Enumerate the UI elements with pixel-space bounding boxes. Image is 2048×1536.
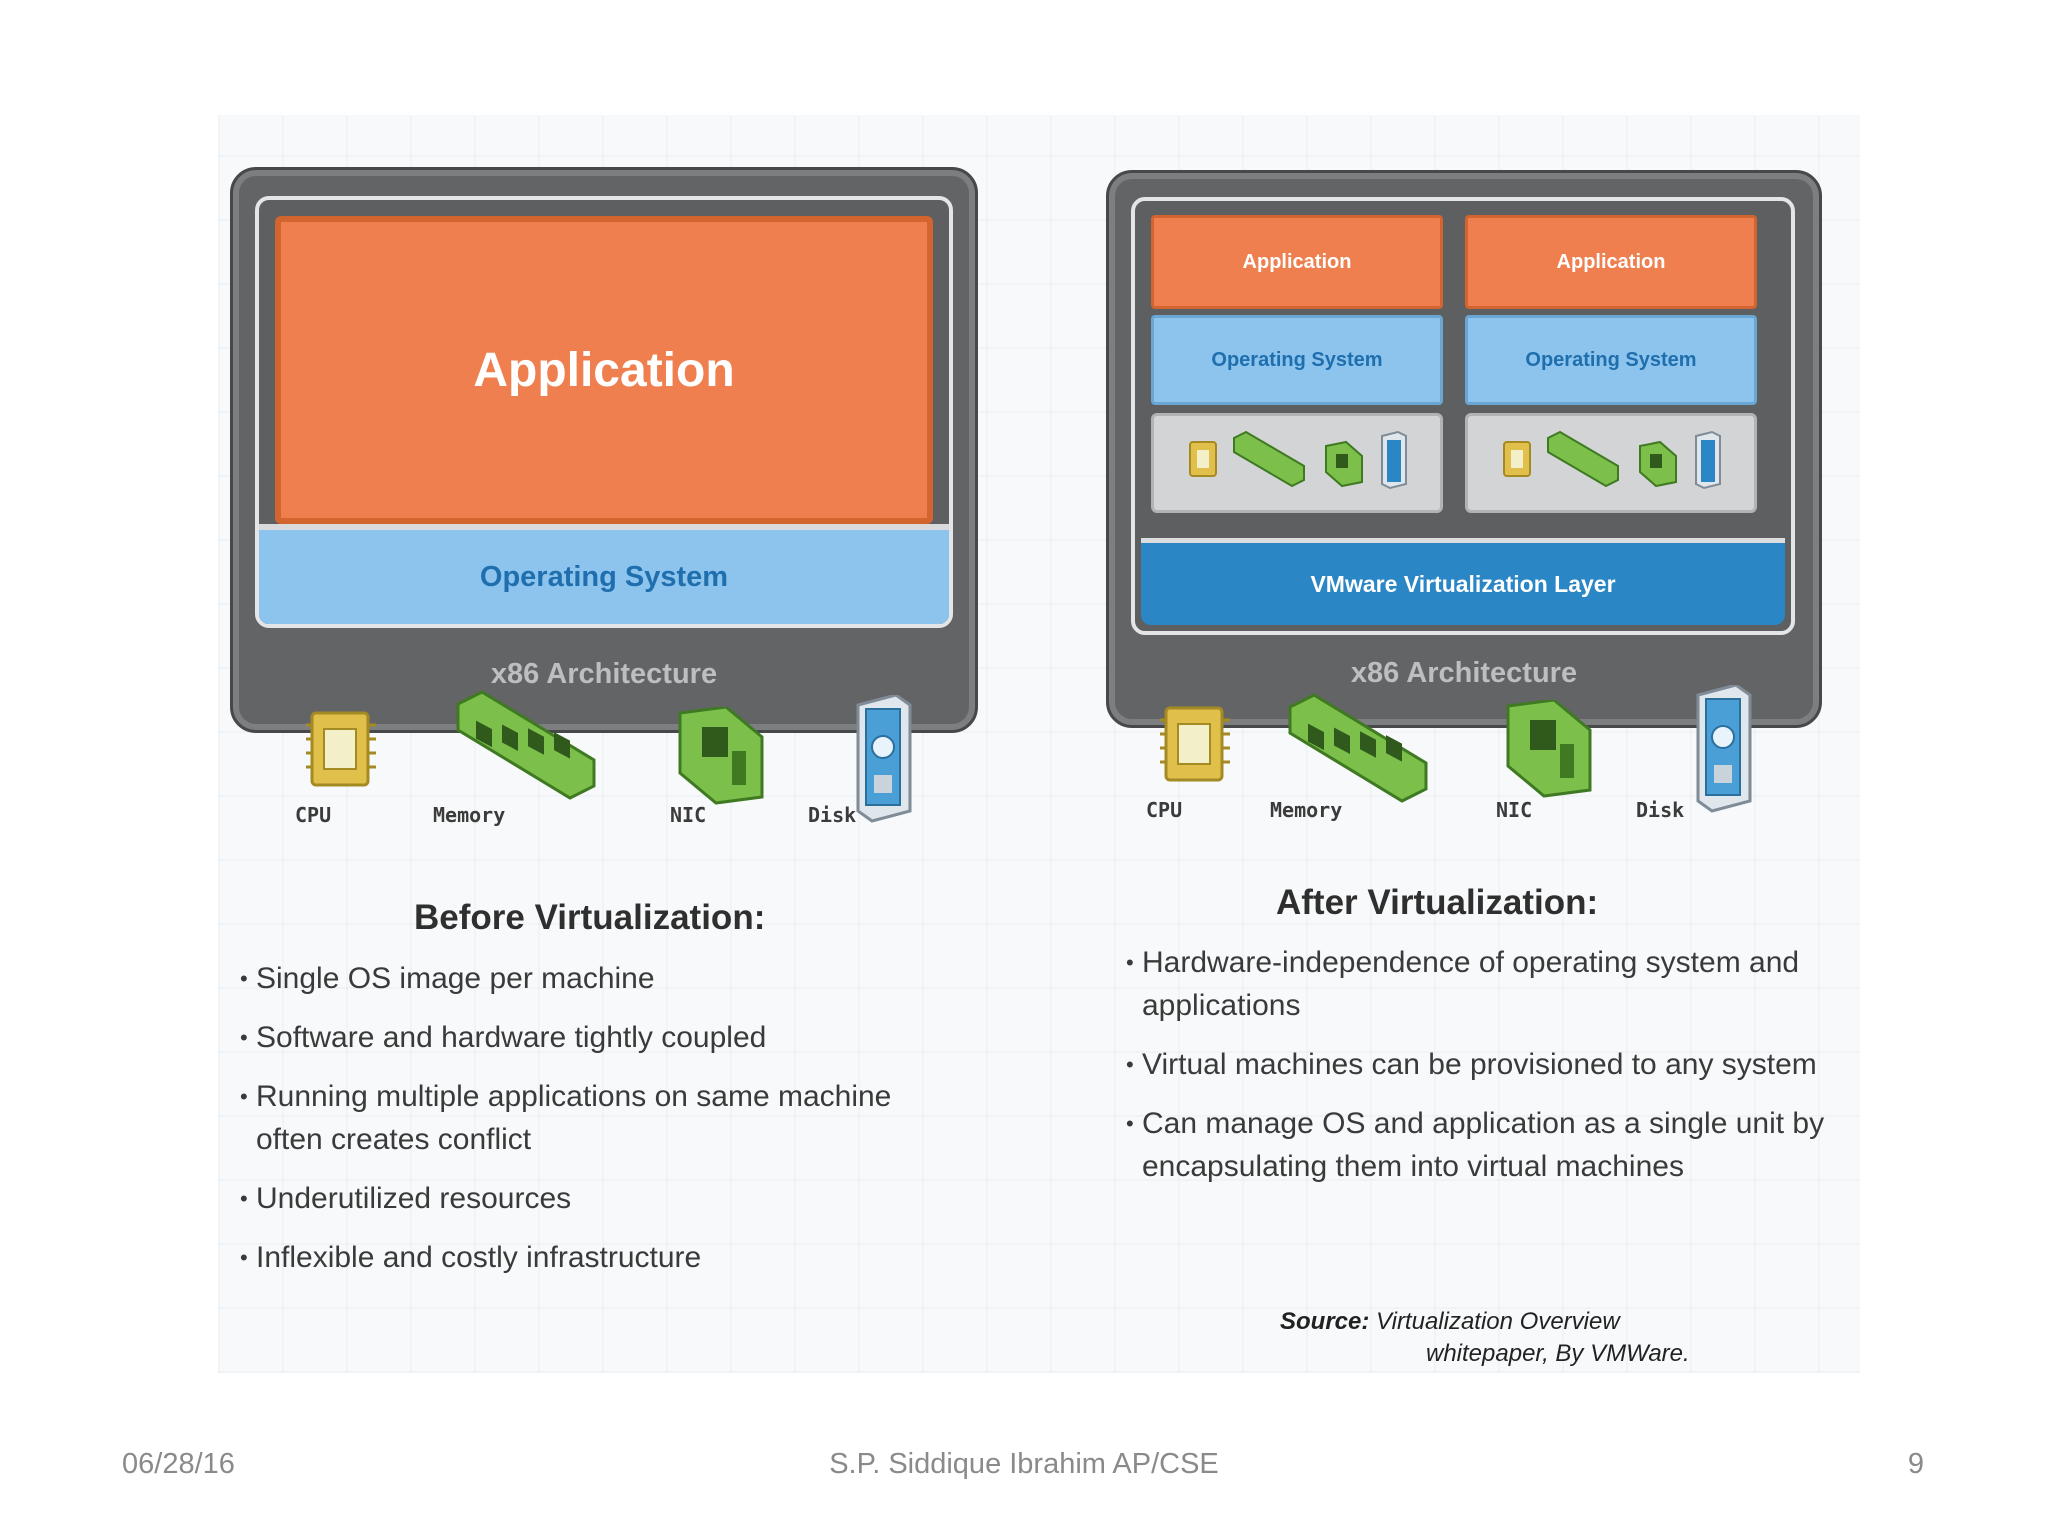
after-nic-icon — [1506, 700, 1592, 798]
before-cpu-icon — [306, 711, 376, 787]
after-memory-icon — [1288, 693, 1428, 803]
before-nic-icon — [678, 707, 764, 805]
after-bullet-item: Can manage OS and application as a singl… — [1126, 1102, 1826, 1188]
after-disk-icon — [1696, 685, 1752, 813]
before-cpu-label: CPU — [295, 803, 332, 827]
vm2-hardware-icons — [1503, 430, 1721, 490]
before-heading: Before Virtualization: — [414, 898, 766, 937]
before-bullet-item: Underutilized resources — [240, 1177, 940, 1220]
footer-author: S.P. Siddique Ibrahim AP/CSE — [829, 1448, 1219, 1480]
vm2-operating-system-block: Operating System — [1465, 315, 1757, 405]
before-nic-label: NIC — [670, 803, 707, 827]
source-citation: Source: Virtualization Overview whitepap… — [1280, 1306, 1690, 1370]
after-heading: After Virtualization: — [1276, 883, 1599, 922]
before-bullet-item: Single OS image per machine — [240, 957, 940, 1000]
source-line-2: whitepaper, By VMWare. — [1426, 1340, 1690, 1367]
after-bullet-item: Hardware-independence of operating syste… — [1126, 941, 1826, 1027]
before-disk-label: Disk — [808, 803, 857, 827]
virtualization-layer: VMware Virtualization Layer — [1141, 538, 1785, 625]
vm2-virtual-hardware — [1465, 413, 1757, 513]
before-operating-system-block: Operating System — [259, 524, 949, 624]
after-screen: Application Operating System Applicatio — [1131, 197, 1795, 635]
after-architecture-label: x86 Architecture — [1350, 657, 1578, 689]
vm-2: Application Operating System — [1465, 215, 1757, 523]
vm1-hardware-icons — [1189, 430, 1407, 490]
after-nic-label: NIC — [1496, 798, 1533, 822]
before-machine: Application Operating System x86 Archite… — [230, 167, 978, 733]
before-screen: Application Operating System — [255, 196, 953, 628]
vm1-application-block: Application — [1151, 215, 1443, 309]
after-bullet-item: Virtual machines can be provisioned to a… — [1126, 1043, 1826, 1086]
before-bullet-item: Inflexible and costly infrastructure — [240, 1236, 940, 1279]
virtualization-figure: Application Operating System x86 Archite… — [218, 115, 1860, 1373]
before-bullet-item: Software and hardware tightly coupled — [240, 1016, 940, 1059]
source-line-1: Virtualization Overview — [1376, 1308, 1620, 1335]
before-memory-icon — [456, 690, 596, 800]
before-architecture-label: x86 Architecture — [490, 658, 718, 690]
vm-1: Application Operating System — [1151, 215, 1443, 523]
footer-date: 06/28/16 — [122, 1448, 235, 1480]
after-cpu-label: CPU — [1146, 798, 1183, 822]
before-application-block: Application — [275, 216, 933, 524]
vm2-application-block: Application — [1465, 215, 1757, 309]
before-bullet-item: Running multiple applications on same ma… — [240, 1075, 940, 1161]
after-cpu-icon — [1160, 706, 1230, 782]
footer-page-number: 9 — [1907, 1448, 1924, 1480]
before-memory-label: Memory — [433, 803, 506, 827]
before-disk-icon — [856, 695, 912, 823]
after-bullet-list: Hardware-independence of operating syste… — [1126, 941, 1826, 1204]
after-disk-label: Disk — [1636, 798, 1685, 822]
before-bullet-list: Single OS image per machine Software and… — [240, 957, 940, 1295]
after-machine: Application Operating System Applicatio — [1106, 170, 1822, 728]
vm1-virtual-hardware — [1151, 413, 1443, 513]
source-label: Source: — [1280, 1308, 1370, 1335]
vm1-operating-system-block: Operating System — [1151, 315, 1443, 405]
after-memory-label: Memory — [1270, 798, 1343, 822]
